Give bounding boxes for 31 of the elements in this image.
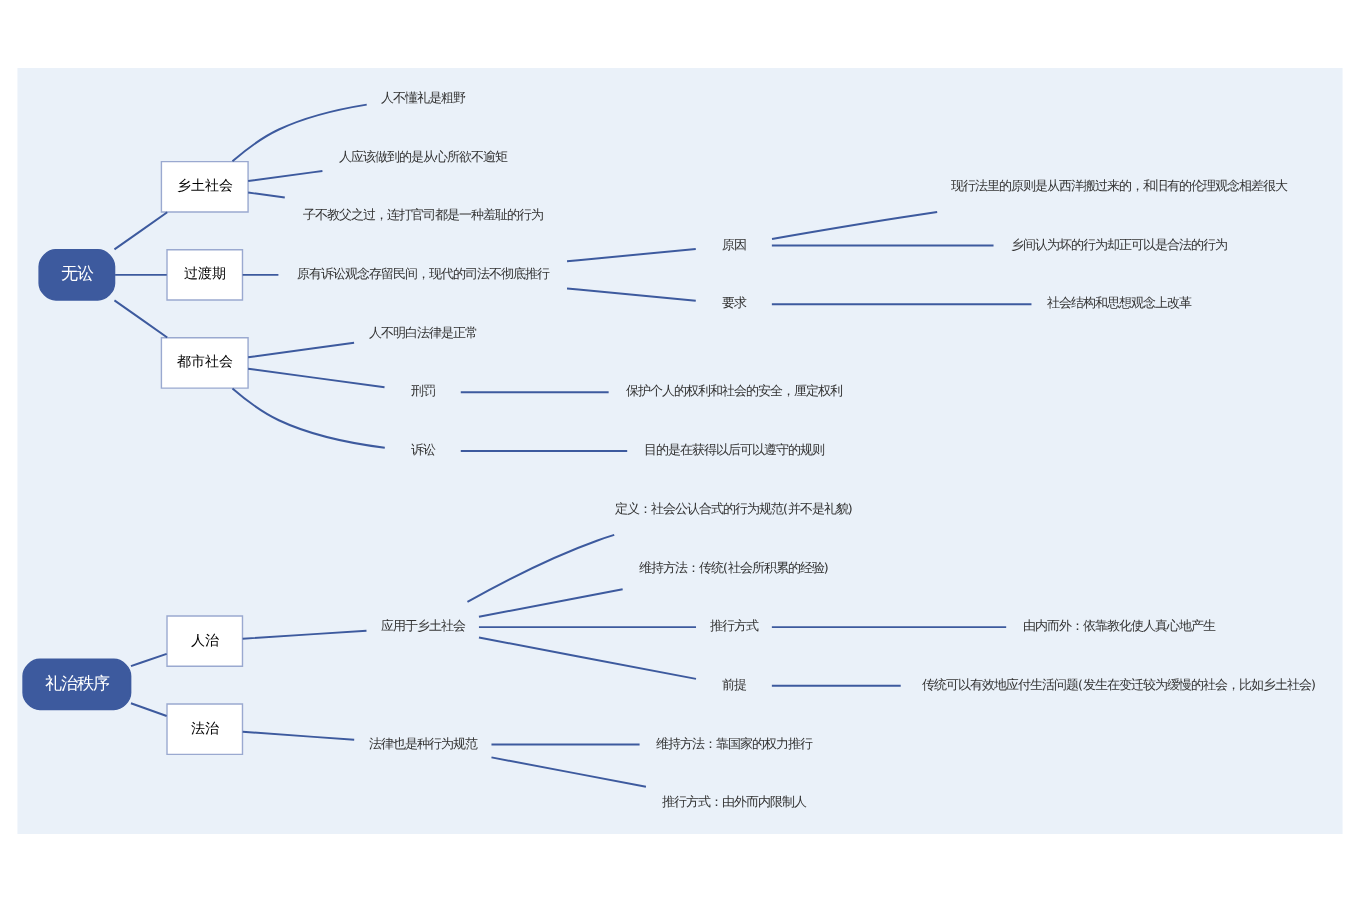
connector [113, 298, 169, 338]
connector [770, 625, 1008, 628]
node-box: 无讼 [38, 248, 116, 300]
connector [459, 390, 610, 393]
connector [231, 102, 368, 162]
connector [477, 625, 697, 628]
connector [241, 628, 368, 639]
connector [129, 701, 168, 716]
connector [771, 210, 939, 239]
connector [770, 243, 995, 246]
connector [466, 532, 616, 602]
connector [477, 587, 624, 617]
node-box: 礼治秩序 [22, 657, 132, 710]
connector [114, 272, 168, 275]
connector [241, 729, 356, 740]
connector [247, 190, 286, 198]
connector [113, 210, 169, 250]
connector [247, 366, 386, 388]
connector [129, 651, 168, 667]
connector [566, 286, 697, 301]
connector [477, 635, 697, 679]
connector [770, 302, 1033, 305]
connector [247, 340, 356, 358]
connector [566, 247, 697, 262]
connector [231, 386, 386, 448]
connector [459, 449, 629, 451]
connector [770, 683, 902, 686]
connector [247, 169, 324, 182]
connector [490, 755, 647, 787]
connector [490, 742, 641, 745]
connector [241, 272, 280, 275]
